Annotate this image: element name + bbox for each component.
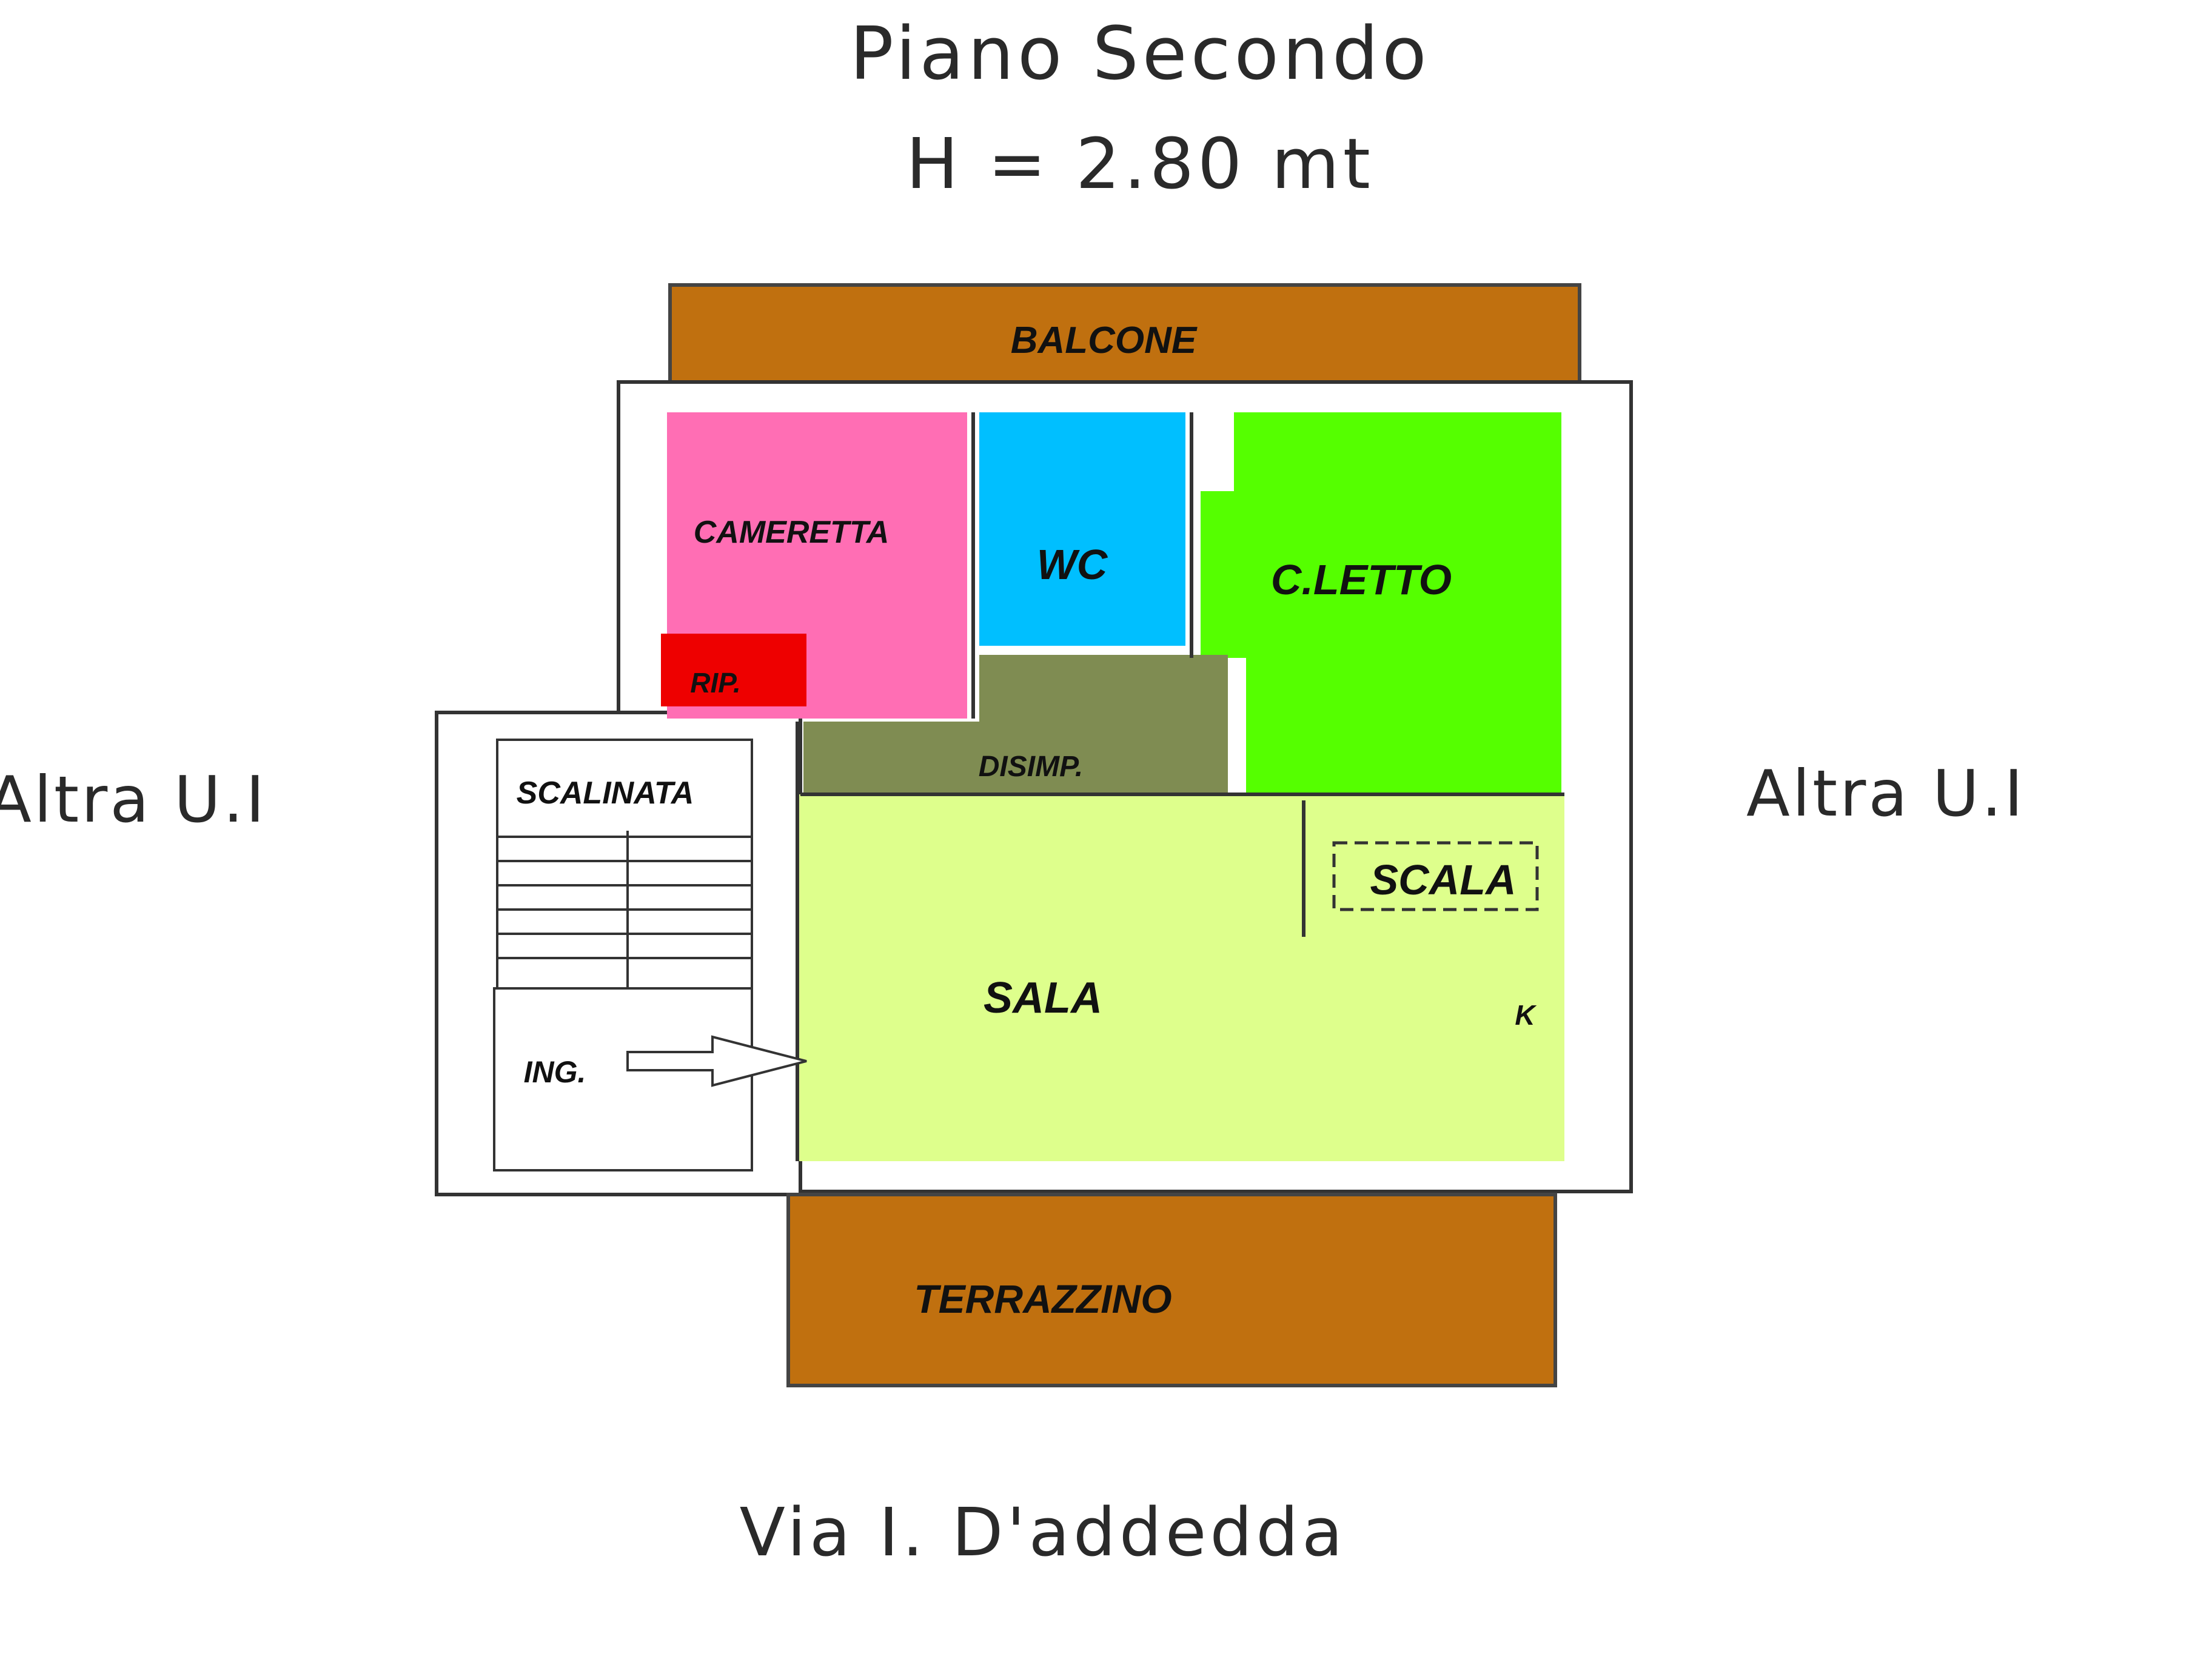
wc-label: WC [1037, 541, 1108, 588]
floor-title: Piano Secondo [850, 12, 1430, 96]
letto-room [1201, 412, 1561, 794]
cameretta-label: CAMERETTA [694, 515, 890, 550]
neighbor-left-label: Altra U.I [0, 763, 267, 837]
balcone-area [668, 283, 1581, 384]
sala-label: SALA [984, 974, 1102, 1022]
letto-label: C.LETTO [1271, 556, 1452, 603]
disimp-room [803, 655, 1228, 794]
street-label: Via I. D'addedda [740, 1493, 1347, 1571]
scala-label: SCALA [1370, 856, 1516, 903]
k-label: K [1515, 999, 1537, 1031]
scala-dashed-outline [1332, 841, 1539, 911]
entrance-arrow [626, 1035, 807, 1087]
wc-room [979, 412, 1185, 646]
ingresso-label: ING. [524, 1055, 586, 1089]
stair-treads [497, 831, 752, 988]
ceiling-height: H = 2.80 mt [906, 124, 1374, 205]
rip-label: RIP. [690, 667, 741, 699]
balcone-label: BALCONE [1011, 320, 1198, 361]
sala-room [797, 794, 1564, 1161]
terrazzino-area [786, 1193, 1557, 1387]
neighbor-right-label: Altra U.I [1746, 757, 2025, 831]
disimp-label: DISIMP. [979, 751, 1084, 783]
terrazzino-label: TERRAZZINO [914, 1276, 1171, 1321]
scalinata-label: SCALINATA [517, 776, 694, 811]
rip-room [661, 634, 806, 706]
ingresso-box [493, 987, 753, 1171]
